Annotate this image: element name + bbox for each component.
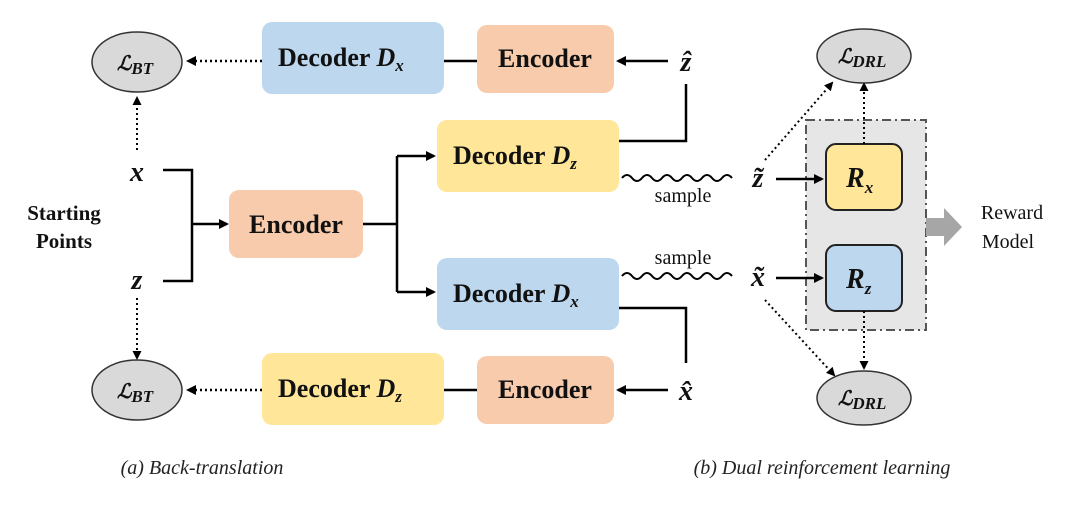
top-encoder-label: Encoder (498, 44, 592, 73)
reward-model-line1: Reward (981, 202, 1043, 224)
caption-back-translation: (a) Back-translation (121, 457, 284, 479)
bottom-encoder-label: Encoder (498, 375, 592, 404)
sample-top-label: sample (655, 185, 712, 207)
center-encoder-box (229, 190, 363, 258)
reward-rz-label: Rz (845, 264, 872, 298)
loss-bt-bottom-label: ℒBT (117, 381, 154, 406)
top-decoder-label: Decoder Dx (278, 43, 404, 75)
mid-decoder-z-box (437, 120, 619, 192)
sampled-x-label: x̃ (750, 262, 765, 293)
loss-drl-top-node (816, 28, 912, 84)
reward-model-line2: Model (982, 231, 1035, 253)
start-x-label: x (129, 157, 144, 188)
merge-line (163, 168, 194, 283)
bottom-input-x-hat: x̂ (678, 376, 693, 407)
reward-model-arrow (926, 208, 962, 246)
mid-decoder-x-box (437, 258, 619, 330)
arrow-xt-to-loss-drl-bottom (764, 299, 836, 377)
reward-rx-label: Rx (845, 163, 874, 197)
loss-drl-top-label: ℒDRL (838, 46, 886, 71)
top-decoder-box (262, 22, 444, 94)
starting-points-line2: Points (36, 229, 92, 253)
sample-bottom-label: sample (655, 247, 712, 269)
sample-wave-top (621, 174, 733, 182)
bottom-decoder-label: Decoder Dz (278, 374, 402, 406)
sampled-z-label: z̃ (752, 163, 765, 194)
loss-bt-top-node (91, 31, 183, 93)
center-encoder-label: Encoder (249, 210, 343, 239)
top-input-z-hat: ẑ (680, 47, 693, 78)
mid-decoder-x-label: Decoder Dx (453, 279, 579, 311)
mid-decoder-z-label: Decoder Dz (453, 141, 577, 173)
loss-bt-bottom-node (91, 359, 183, 421)
starting-points-line1: Starting (27, 201, 101, 225)
bottom-decoder-box (262, 353, 444, 425)
loss-drl-bottom-node (816, 370, 912, 426)
loss-drl-bottom-label: ℒDRL (838, 388, 886, 413)
start-z-label: z (131, 265, 143, 296)
sample-wave-bottom (621, 272, 733, 280)
link-mid-decoder-z-to-zhat (619, 84, 688, 143)
link-mid-decoder-x-to-xhat (619, 306, 688, 363)
caption-dual-rl: (b) Dual reinforcement learning (694, 457, 951, 479)
top-encoder-box (477, 25, 614, 93)
arrow-zt-to-loss-drl-top (764, 81, 834, 161)
loss-bt-top-label: ℒBT (117, 53, 154, 78)
bottom-encoder-box (477, 356, 614, 424)
